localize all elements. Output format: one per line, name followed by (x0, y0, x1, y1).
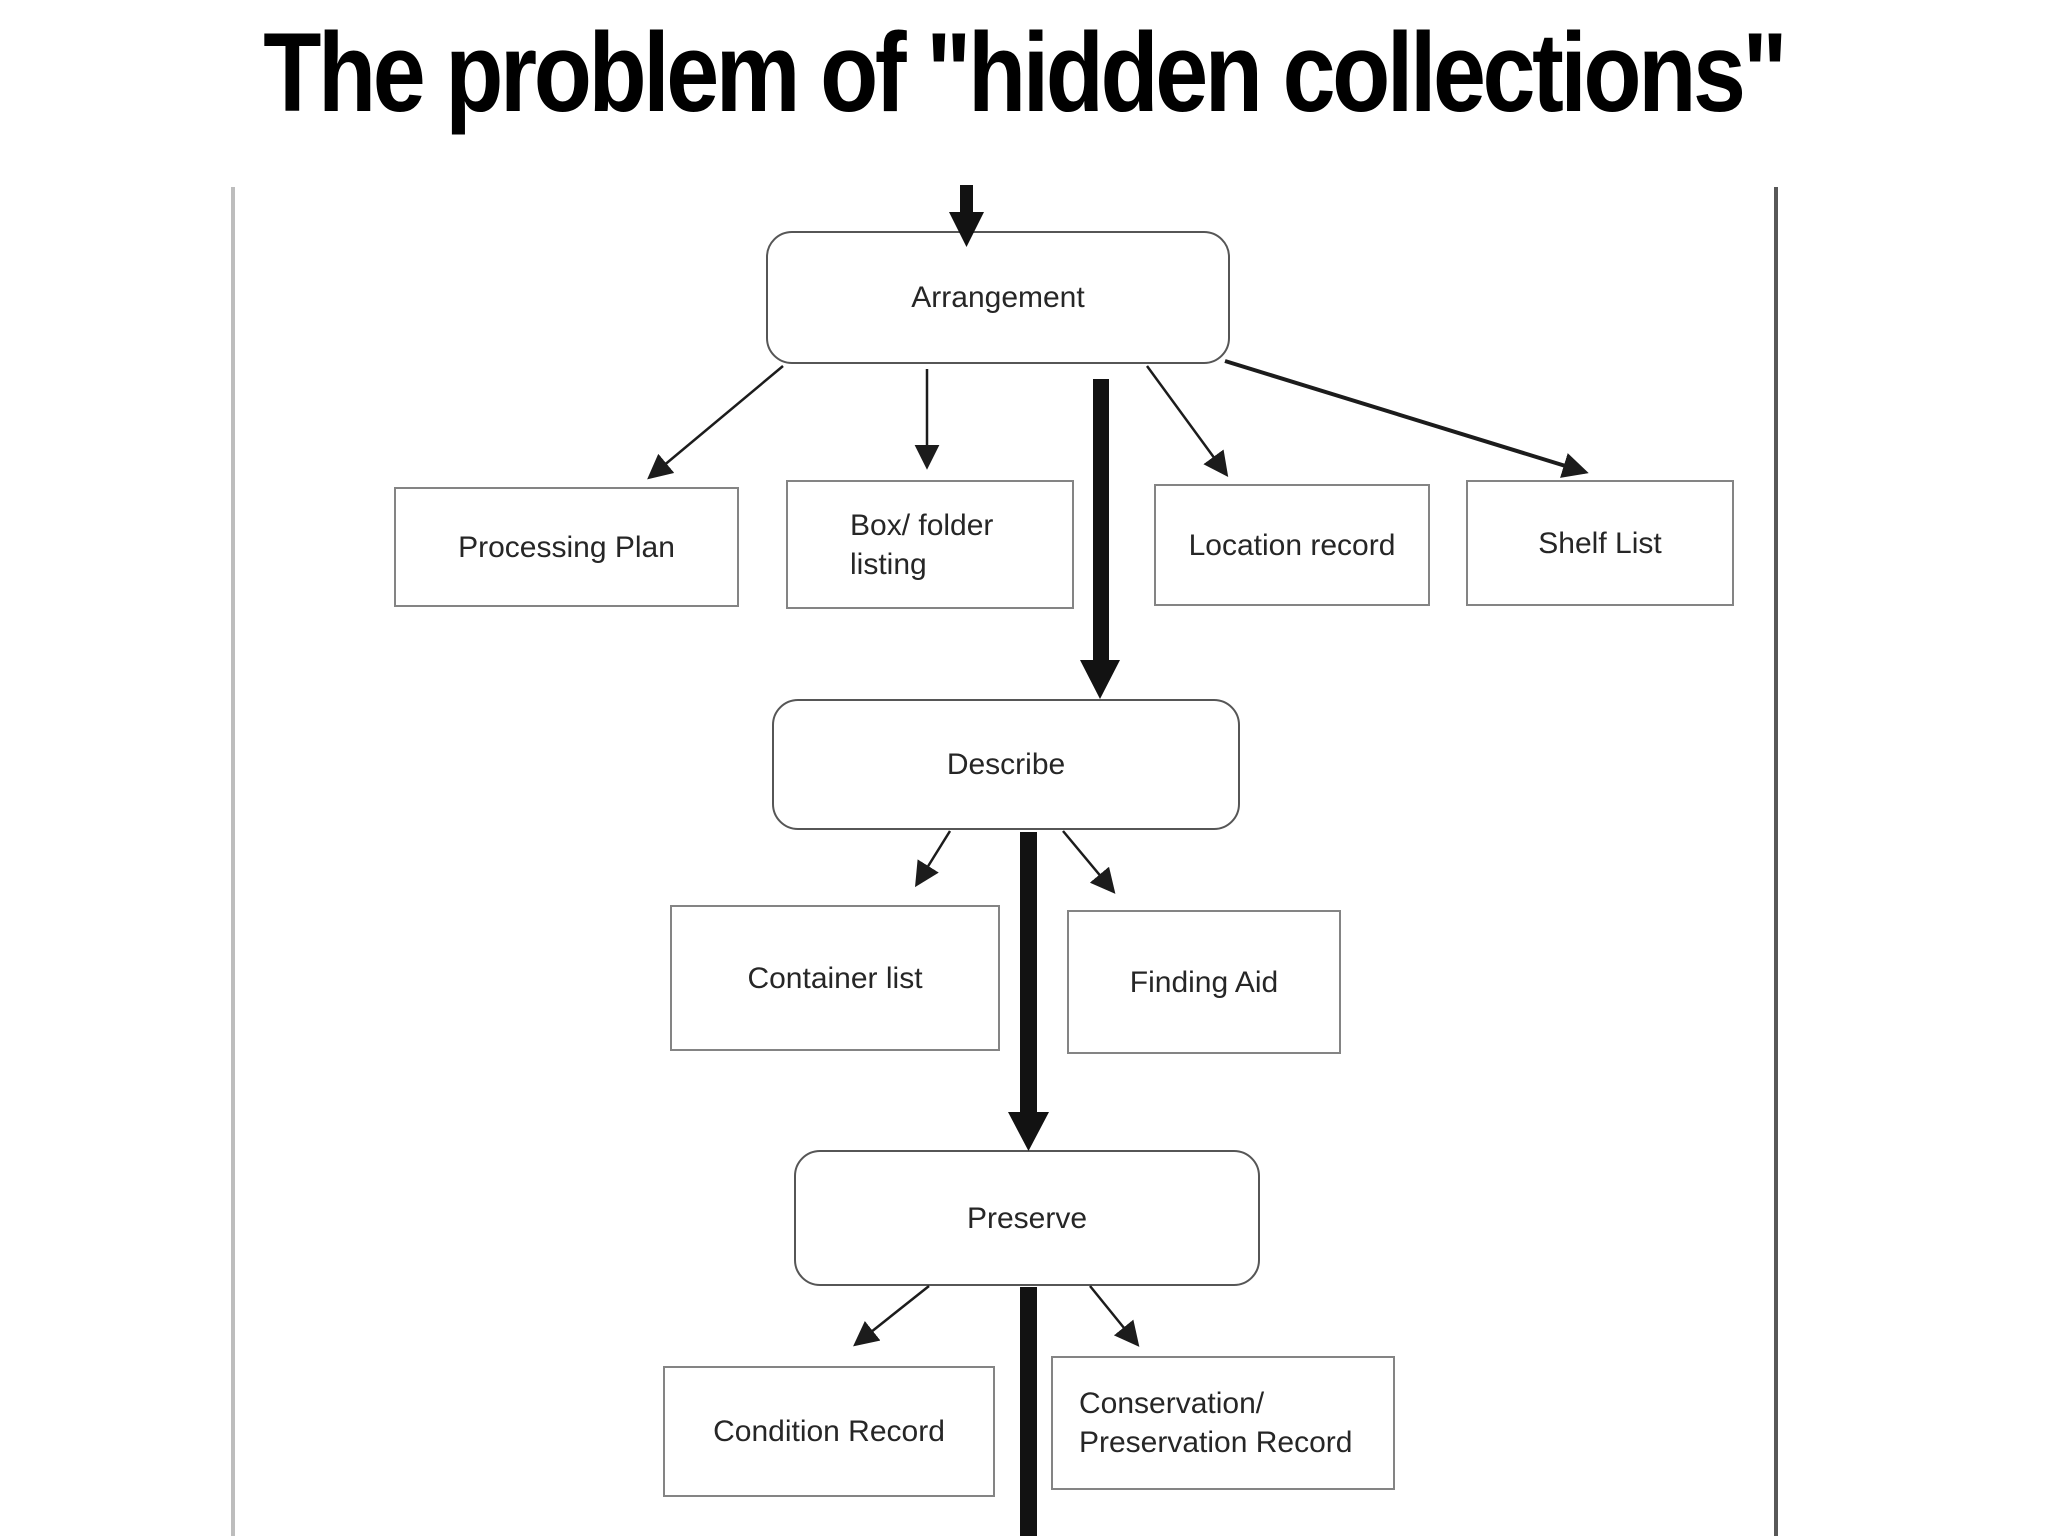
node-processing-plan: Processing Plan (394, 487, 739, 607)
left-border-rule (231, 187, 235, 1536)
node-arrangement: Arrangement (766, 231, 1230, 364)
node-conservation-preservation-record: Conservation/ Preservation Record (1051, 1356, 1395, 1490)
node-finding-aid: Finding Aid (1067, 910, 1341, 1054)
arrow-describe-to-container-list-icon (915, 830, 952, 888)
arrow-arrangement-to-location-record-icon (1145, 365, 1229, 478)
node-condition-record: Condition Record (663, 1366, 995, 1497)
node-location-record: Location record (1154, 484, 1430, 606)
arrow-arrangement-to-processing-plan-icon (647, 365, 784, 480)
node-describe: Describe (772, 699, 1240, 830)
arrow-describe-to-finding-aid-icon (1062, 830, 1116, 894)
line-preserve-to-bottom-edge-icon (1020, 1287, 1037, 1536)
slide-title: The problem of "hidden collections" (0, 8, 2048, 137)
right-border-rule (1774, 187, 1778, 1536)
arrow-describe-to-preserve-icon (1008, 832, 1049, 1151)
node-container-list: Container list (670, 905, 1000, 1051)
node-box-folder-listing: Box/ folder listing (786, 480, 1074, 609)
arrow-preserve-to-conservation-record-icon (1089, 1285, 1140, 1347)
node-shelf-list: Shelf List (1466, 480, 1734, 606)
node-preserve: Preserve (794, 1150, 1260, 1286)
arrow-arrangement-to-describe-icon (1080, 379, 1120, 699)
arrow-arrangement-to-shelf-list-icon (1224, 359, 1589, 478)
slide-title-text: The problem of "hidden collections" (263, 10, 1787, 135)
arrow-preserve-to-condition-record-icon (853, 1285, 930, 1347)
